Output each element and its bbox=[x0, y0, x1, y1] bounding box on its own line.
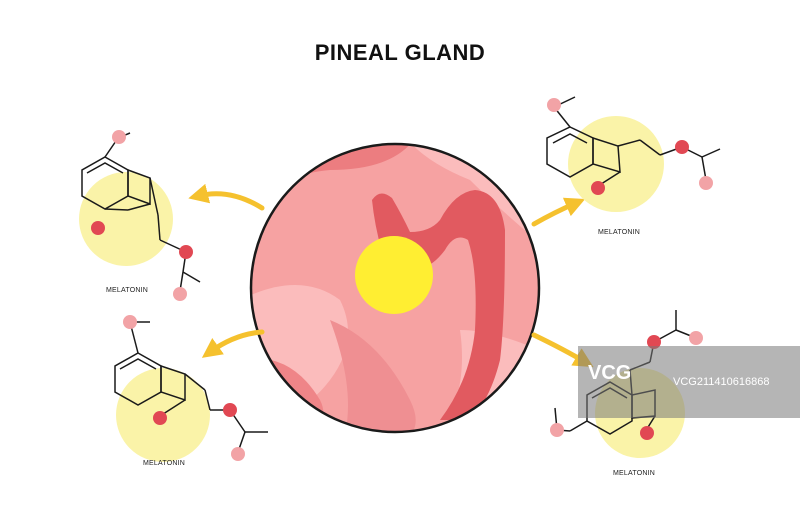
pineal-gland-illustration bbox=[249, 142, 541, 434]
arrows bbox=[188, 183, 594, 368]
melatonin-molecule-3 bbox=[114, 315, 268, 462]
melatonin-molecule-1 bbox=[79, 130, 201, 301]
watermark-overlay bbox=[578, 346, 800, 418]
molecule-label-3: MELATONIN bbox=[143, 460, 185, 467]
molecule-label-1: MELATONIN bbox=[106, 287, 148, 294]
melatonin-molecule-2 bbox=[546, 96, 721, 212]
arrow-top-left bbox=[188, 183, 265, 211]
molecule-label-2: MELATONIN bbox=[598, 229, 640, 236]
watermark-logo: VCG bbox=[588, 362, 632, 384]
watermark-id: VCG211410616868 bbox=[673, 376, 770, 388]
arrow-top-right bbox=[531, 197, 586, 227]
diagram-title: PINEAL GLAND bbox=[314, 40, 486, 65]
molecule-label-4: MELATONIN bbox=[613, 470, 655, 477]
arrow-bottom-left bbox=[201, 329, 265, 358]
